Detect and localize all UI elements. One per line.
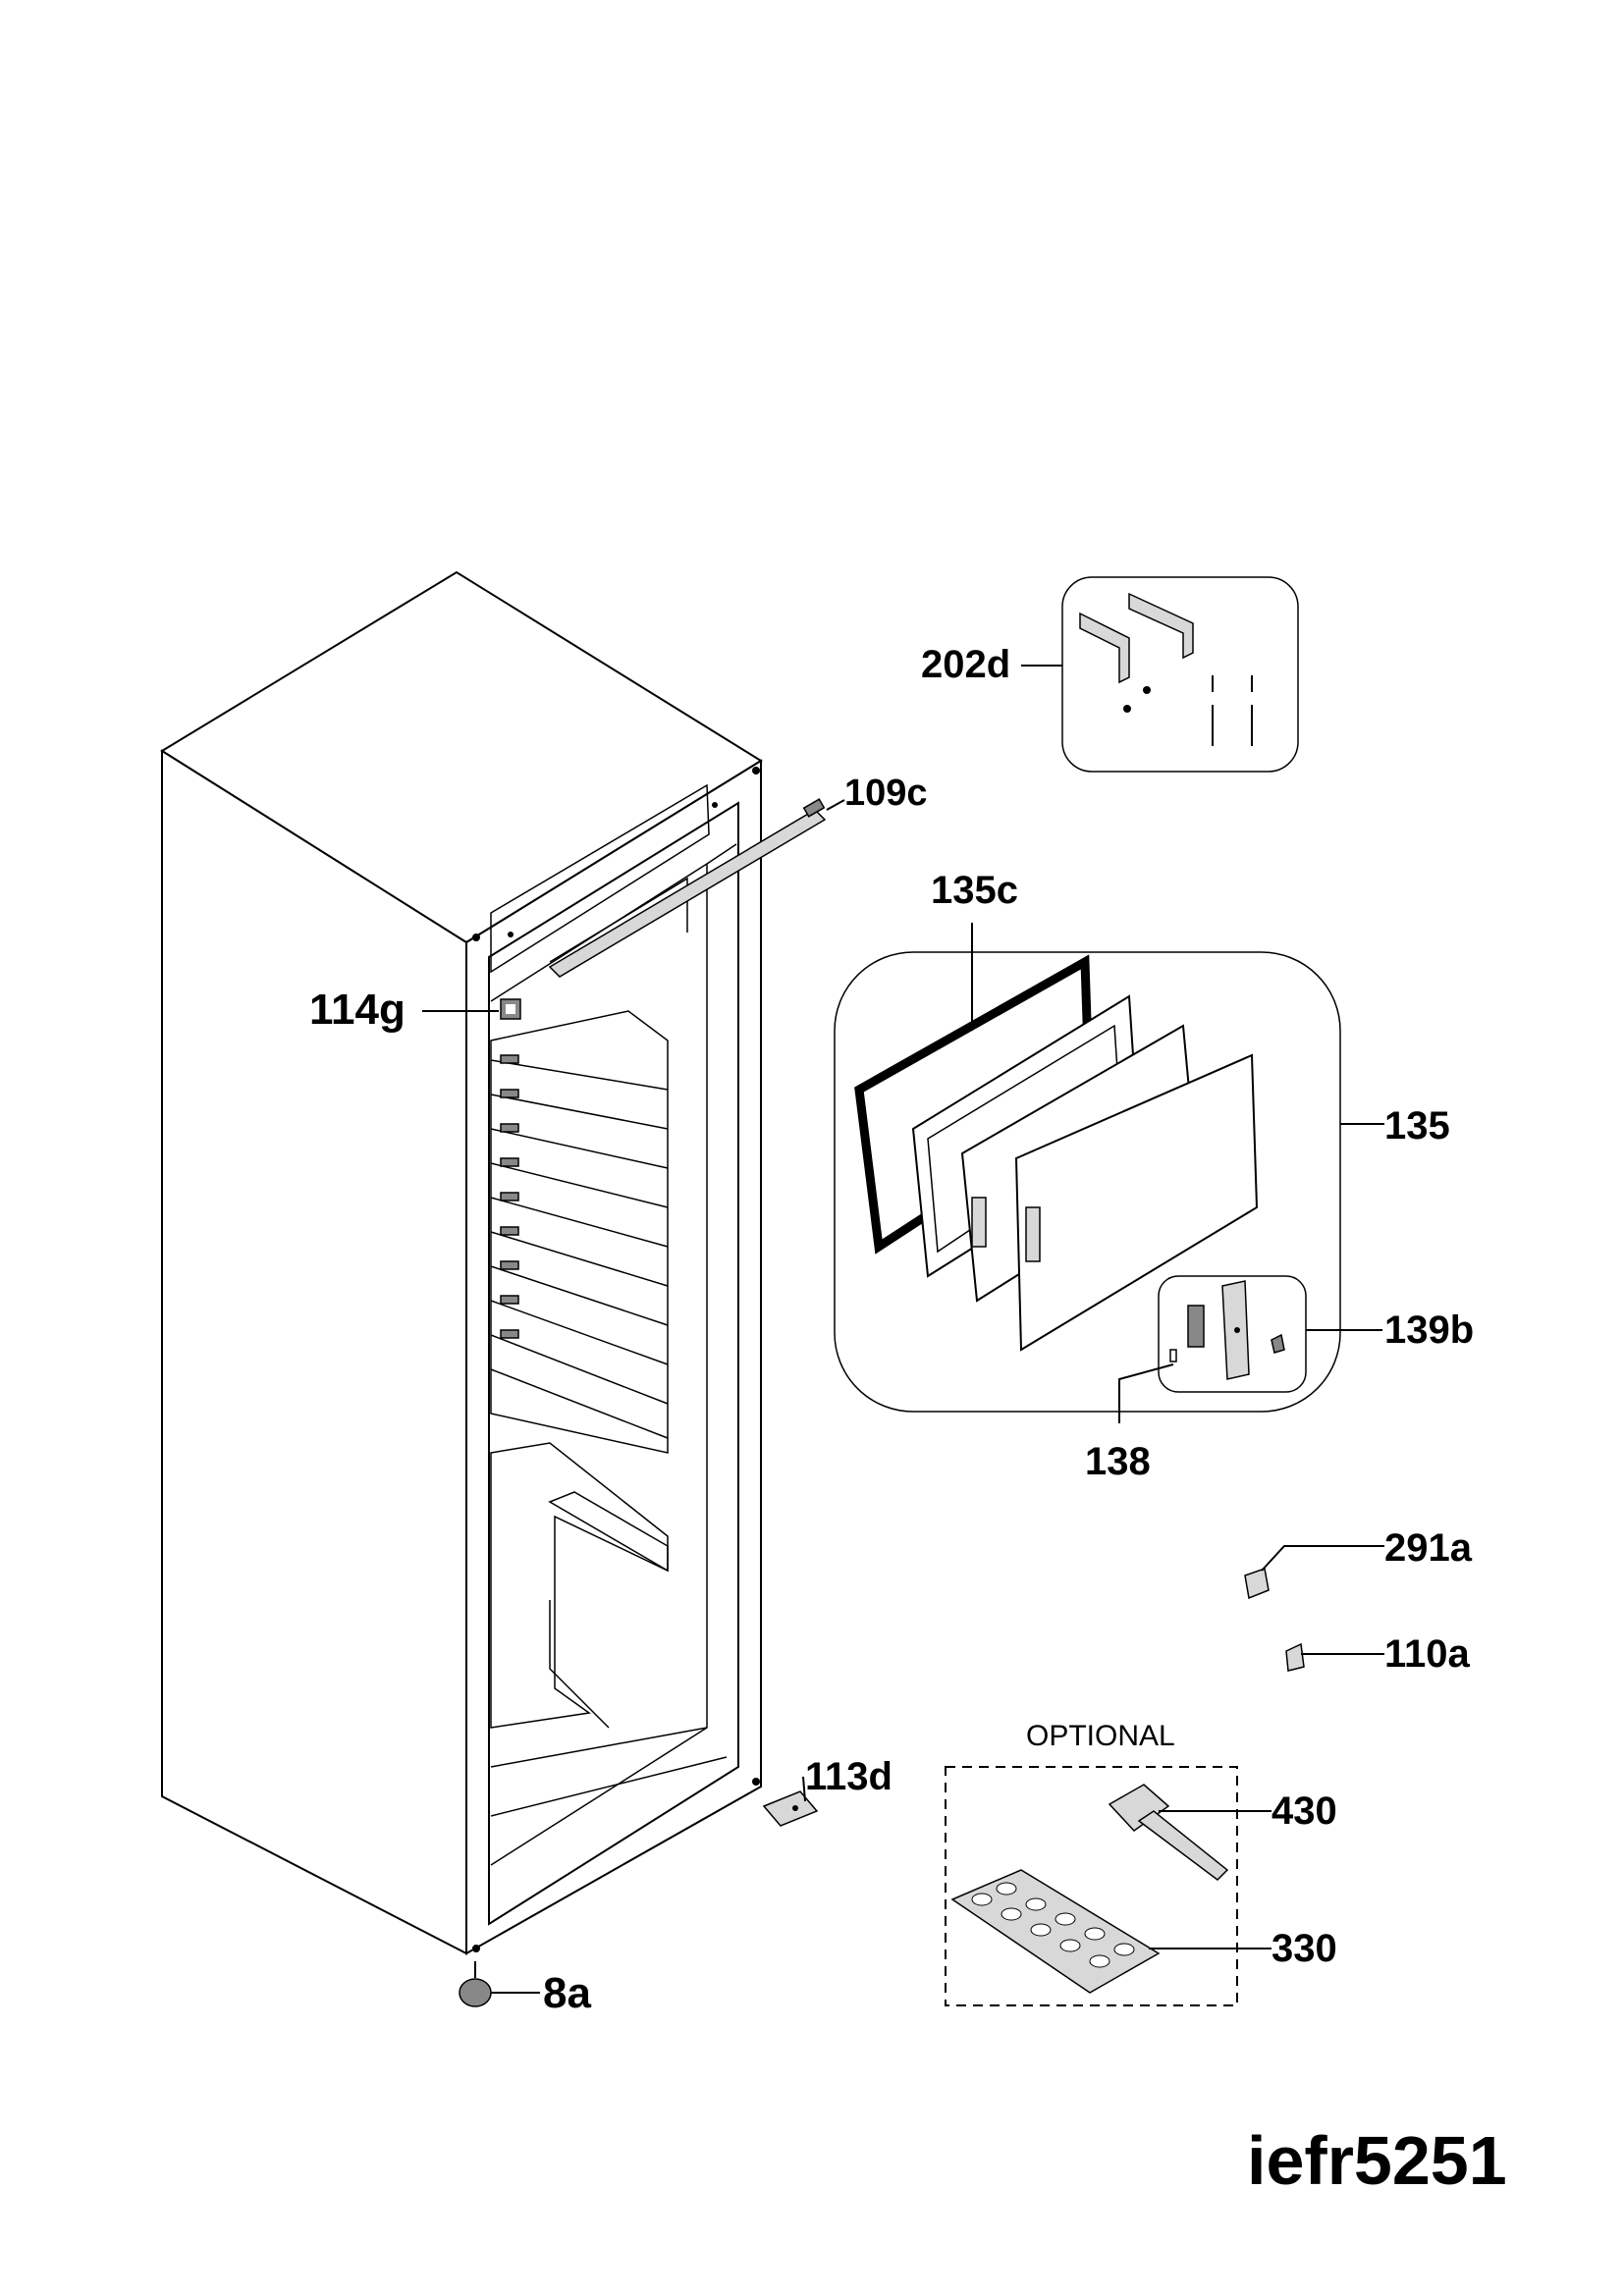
part-135-door-assembly [834, 923, 1384, 1413]
part-139b-138-detail [1118, 1275, 1382, 1423]
lower-compartment [490, 1442, 728, 1817]
label-138: 138 [1085, 1440, 1151, 1483]
part-291a [1244, 1545, 1384, 1600]
freezer-shelves [490, 1010, 669, 1454]
optional-accessories-box [945, 1766, 1271, 2006]
optional-label: OPTIONAL [1026, 1720, 1175, 1752]
label-135c: 135c [931, 869, 1018, 912]
part-114g [422, 998, 521, 1020]
part-202d-kit [1021, 576, 1299, 773]
refrigerator-cabinet [160, 570, 763, 1955]
part-110a [1285, 1642, 1384, 1672]
part-113d [762, 1776, 819, 1827]
label-8a: 8a [543, 1969, 591, 2017]
label-139b: 139b [1384, 1308, 1474, 1352]
label-330: 330 [1271, 1927, 1337, 1970]
part-109c-hinge [548, 798, 845, 978]
model-code: iefr5251 [1247, 2122, 1507, 2199]
part-8a-foot [459, 1961, 540, 2007]
label-291a: 291a [1384, 1526, 1473, 1570]
label-114g: 114g [309, 986, 406, 1034]
label-202d: 202d [921, 643, 1010, 686]
label-110a: 110a [1384, 1632, 1471, 1676]
label-430: 430 [1271, 1789, 1337, 1833]
label-135: 135 [1384, 1104, 1450, 1148]
label-109c: 109c [844, 773, 928, 814]
label-113d: 113d [805, 1755, 893, 1798]
